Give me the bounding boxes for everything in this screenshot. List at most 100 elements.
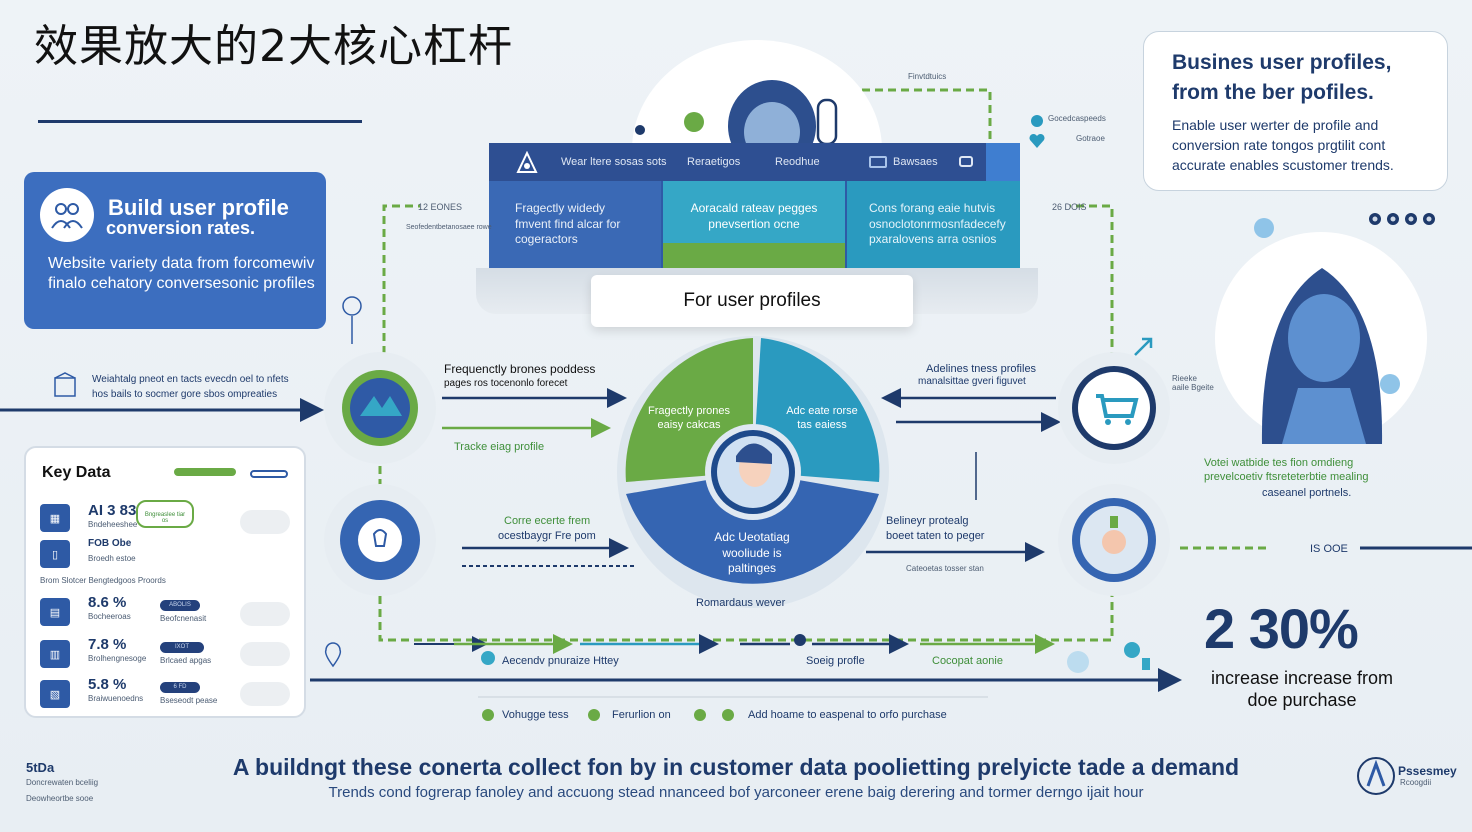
node-circle-cart[interactable] — [1056, 350, 1172, 466]
pie-diagram — [617, 336, 889, 608]
key-data-toggle-4[interactable] — [240, 682, 290, 706]
stat-icon-4: ▥ — [40, 640, 70, 668]
key-data-pill-1: Bngreaslee tiar os — [136, 500, 194, 528]
node-circle-person[interactable] — [1056, 482, 1172, 598]
user-group-icon — [1124, 642, 1150, 670]
building-icon — [54, 372, 76, 397]
pager-dots — [1369, 213, 1435, 225]
flow-right-top-2: manalsittae gveri figuvet — [918, 376, 1026, 387]
top-counter: 12 EONES — [418, 202, 463, 212]
flow-left-far-2: hos bails to socmer gore sbos ompreaties — [92, 389, 278, 400]
browser-tab-1[interactable]: Wear ltere sosas sots — [561, 156, 667, 168]
corner-right-brand2: Rcoogdii — [1400, 778, 1432, 787]
legend-dot-3 — [694, 709, 706, 721]
stat-icon-3: ▤ — [40, 598, 70, 626]
key-data-title: Key Data — [42, 464, 111, 481]
woman-portrait — [1215, 218, 1427, 444]
legend: Vohugge tess Ferurlion on Add hoame to e… — [482, 707, 1002, 723]
timeline-bubble — [1067, 651, 1089, 673]
browser-tab-2[interactable]: Reraetigos — [687, 156, 741, 168]
corner-right-brand: Pssesmey — [1398, 764, 1457, 778]
bottom-headline: A buildngt these conerta collect fon by … — [232, 754, 1240, 780]
pie-slice-bottom — [626, 472, 879, 584]
node-circle-green[interactable] — [322, 350, 438, 466]
flow-left-far-1: Weiahtalg pneot en tacts evecdn oel to n… — [92, 374, 289, 385]
arrow-right-label: IS OOE — [1310, 543, 1348, 555]
flow-tracks: Tracke eiag profile — [454, 441, 545, 453]
pie-left-text: Fragectly prones eaisy cakcas — [648, 405, 730, 432]
trend-arrow-icon — [1134, 337, 1153, 356]
browser-toolbar: Wear ltere sosas sots Reraetigos Reodhue… — [489, 143, 1020, 181]
bulb-icon — [342, 296, 362, 344]
key-data-value-5: 7.8 % — [88, 636, 127, 653]
timeline-item-3: Cocopat aonie — [932, 655, 1003, 667]
stat-description: increase increase from doe purchase — [1196, 668, 1408, 711]
location-pin-icon — [324, 642, 342, 668]
key-data-bar-green — [174, 468, 236, 476]
stat-value: 2 30% — [1204, 597, 1359, 660]
key-data-label-2: Broedh estoe — [88, 554, 136, 563]
key-data-label-5: Brolhengnesoge — [88, 654, 147, 663]
key-data-label-4: Bocheeroas — [88, 612, 131, 621]
heart-icon — [1029, 115, 1045, 148]
people-icon — [40, 188, 94, 242]
biz-card-body-1: Enable user werter de profile and — [1172, 116, 1379, 133]
woman-caption-2: prevelcoetiv ftsreteterbtie mealing — [1204, 471, 1369, 483]
build-card-title-2: conversion rates. — [106, 218, 256, 239]
share-icon[interactable] — [986, 143, 1020, 181]
legend-item-2: Ferurlion on — [612, 709, 671, 721]
brand-logo-icon — [1357, 757, 1395, 795]
key-data-value-1: AI 3 83 — [88, 502, 137, 519]
flow-right-top-1: Adelines tness profiles — [926, 363, 1037, 375]
corner-left-title: 5tDa — [26, 760, 55, 775]
key-data-extra-1: Beofcnenasit — [160, 614, 207, 623]
pie-caption: Romardaus wever — [696, 597, 786, 609]
key-data-toggle-2[interactable] — [240, 602, 290, 626]
key-data-toggle-1[interactable] — [240, 510, 290, 534]
stat-desc-2: doe purchase — [1247, 689, 1357, 710]
flow-right-lower-2: boeet taten to peger — [886, 530, 985, 542]
logo-icon — [515, 150, 539, 180]
top-right-label-2: Gotraoe — [1076, 134, 1105, 143]
key-data-pill-6: 6 FD — [160, 682, 200, 693]
key-data-pill-5: IXOT — [160, 642, 204, 653]
stat-icon-5: ▧ — [40, 680, 70, 708]
business-profiles-card: Busines user profiles, from the ber pofi… — [1143, 31, 1448, 191]
top-counter-sub: Seofedentbetanosaee rowe — [406, 224, 492, 231]
browser-panel-3: Cons forang eaie hutvis osnoclotonrmosnf… — [847, 181, 1020, 269]
biz-card-body-2: conversion rate tongos prgtilit cont — [1172, 137, 1386, 154]
stat-icon-2: ▯ — [40, 540, 70, 568]
flow-right-lower-caption: Cateoetas tosser stan — [906, 564, 984, 573]
corner-left-line3: Deowheortbe sooe — [26, 794, 94, 803]
flow-left-mid-1: Frequenctly brones poddess — [444, 362, 596, 376]
key-data-label-6: Braiwuenoedns — [88, 694, 144, 703]
stat-icon-1: ▦ — [40, 504, 70, 532]
top-arrow-label: Finvtdtuics — [908, 72, 947, 81]
pie-bottom-text: Adc Ueotatiag wooliude is paltinges — [714, 530, 790, 576]
key-data-value-6: 5.8 % — [88, 676, 127, 693]
bottom-subtitle: Trends cond fogrerap fanoley and accuong… — [328, 784, 1144, 801]
for-user-profiles-button[interactable]: For user profiles — [591, 275, 913, 327]
biz-card-title-2: from the ber pofiles. — [1172, 81, 1374, 105]
key-data-pill-4: ABOLIS — [160, 600, 200, 611]
build-profile-card: Build user profile conversion rates. Web… — [24, 172, 326, 329]
flow-right-lower-1: Belineyr protealg — [886, 515, 969, 527]
key-data-extra-3: Bseseodt pease — [160, 696, 218, 705]
title-underline — [38, 120, 362, 123]
corner-left-line2: Doncrewaten bceliig — [26, 778, 99, 787]
key-data-label-3: Brom Slotcer Bengtedgoos Proords — [40, 576, 166, 585]
browser-tab-3[interactable]: Reodhue — [775, 156, 820, 168]
key-data-toggle-3[interactable] — [240, 642, 290, 666]
right-small-label: Rieeke aaile Bgeite — [1172, 374, 1214, 392]
node-circle-blue[interactable] — [322, 482, 438, 598]
key-data-extra-2: Brlcaed apgas — [160, 656, 212, 665]
legend-dot-1 — [482, 709, 494, 721]
flow-left-mid-2: pages ros tocenonlo forecet — [444, 378, 568, 389]
browser-tab-4[interactable]: Bawsaes — [893, 156, 938, 168]
key-data-value-2: FOB Obe — [88, 538, 132, 549]
key-data-label-1: Bndeheeshee — [88, 520, 138, 529]
flow-left-lower-1: Corre ecerte frem — [504, 515, 591, 527]
browser-panel-2-strip — [663, 243, 845, 269]
chat-icon[interactable] — [959, 156, 973, 167]
